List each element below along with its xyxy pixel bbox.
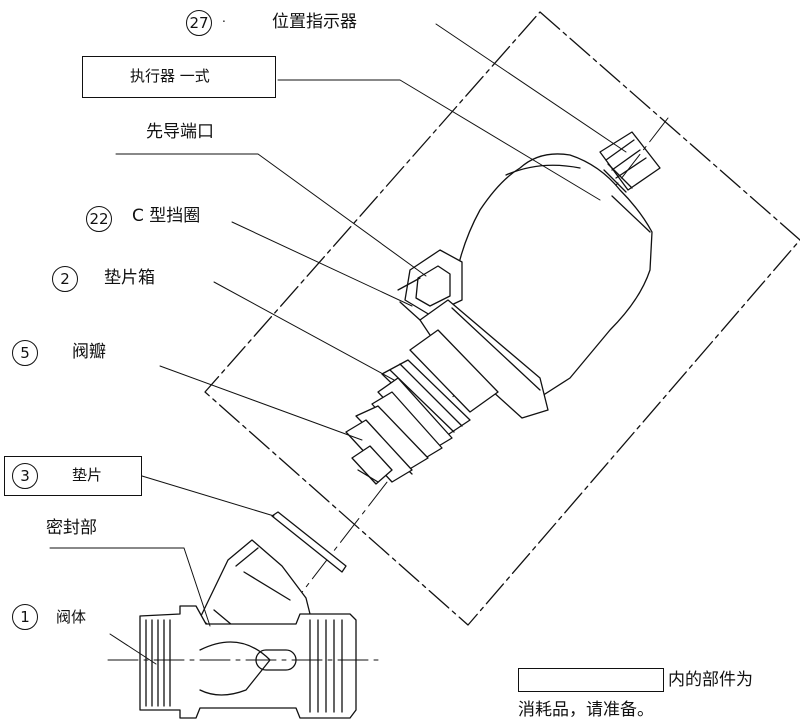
valve-body-assembly [107, 539, 385, 719]
label-gasket: 垫片 [72, 466, 103, 484]
label-c-ring: C 型挡圈 [132, 206, 201, 226]
consumables-dashed-boundary [204, 11, 800, 626]
actuator-assembly [345, 131, 661, 485]
label-valve-disc: 阀瓣 [72, 342, 106, 362]
num-1: 1 [12, 604, 38, 630]
stray-mark: . [222, 11, 226, 25]
label-valve-body: 阀体 [56, 608, 87, 626]
label-pilot-port: 先导端口 [146, 122, 214, 142]
num-22-text: 22 [89, 210, 109, 228]
note-line-1: 内的部件为 [668, 670, 753, 690]
gasket-plate [271, 511, 347, 573]
label-seal-part: 密封部 [46, 518, 97, 538]
label-gland: 垫片箱 [104, 268, 155, 288]
num-1-text: 1 [20, 608, 30, 626]
num-2-text: 2 [60, 270, 70, 288]
num-3: 3 [12, 463, 38, 489]
label-box-actuator [82, 56, 276, 98]
num-22: 22 [86, 206, 112, 232]
label-box-gasket [4, 456, 142, 496]
num-5: 5 [12, 340, 38, 366]
num-5-text: 5 [20, 344, 30, 362]
note-line-2: 消耗品，请准备。 [518, 700, 654, 720]
num-27: 27 [186, 10, 212, 36]
leader-lines [49, 23, 627, 665]
note-legend-box [518, 668, 664, 692]
num-3-text: 3 [20, 467, 30, 485]
label-actuator: 执行器 一式 [130, 67, 210, 85]
num-27-text: 27 [189, 14, 209, 32]
label-position-indicator: 位置指示器 [272, 12, 357, 32]
num-2: 2 [52, 266, 78, 292]
